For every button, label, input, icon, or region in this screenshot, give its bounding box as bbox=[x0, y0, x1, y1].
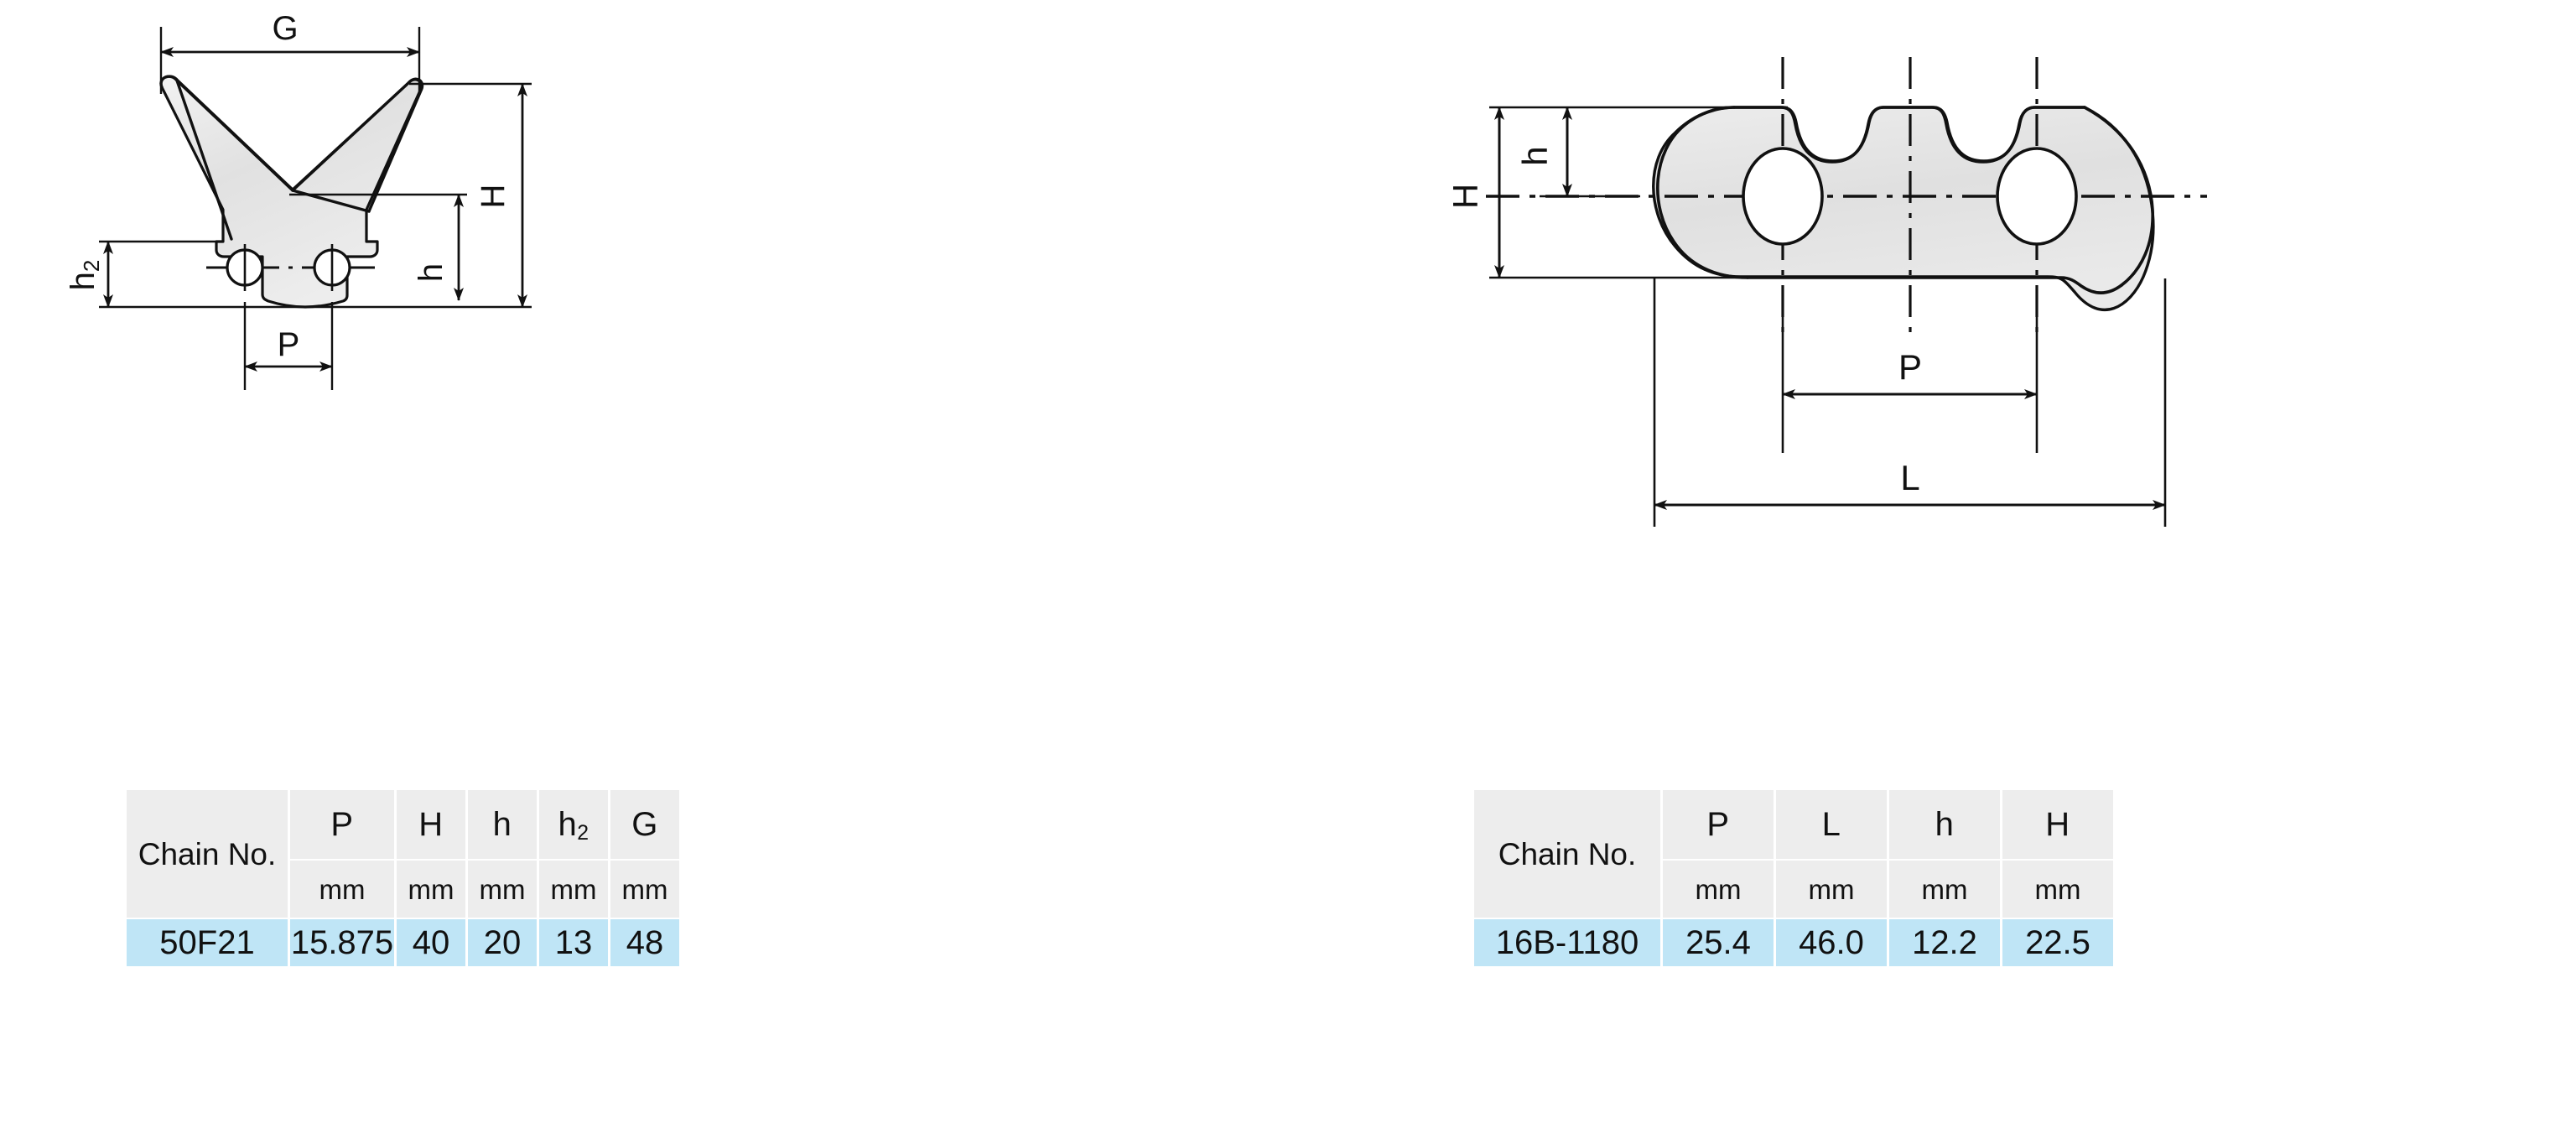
left-table-unit-h-lower: mm bbox=[468, 861, 537, 918]
left-drawing-panel: G H h h2 P Chain No. P H h h2 bbox=[65, 10, 682, 968]
table-row-data: 50F21 15.875 40 20 13 48 bbox=[127, 919, 679, 966]
left-table-unit-p: mm bbox=[290, 861, 394, 918]
left-table-unit-g: mm bbox=[610, 861, 679, 918]
symbol-text: h bbox=[558, 806, 578, 843]
right-table-chain-no-header: Chain No. bbox=[1474, 790, 1660, 918]
right-dimension-lines bbox=[1494, 107, 2166, 510]
left-table-col-symbol-g: G bbox=[610, 790, 679, 859]
right-table-col-symbol-p: P bbox=[1663, 790, 1774, 859]
right-table-value-p: 25.4 bbox=[1663, 919, 1774, 966]
left-hole-pair bbox=[226, 244, 351, 291]
right-table-chain-no-value: 16B-1180 bbox=[1474, 919, 1660, 966]
left-table-chain-no-header: Chain No. bbox=[127, 790, 288, 918]
table-row-symbols: Chain No. P L h H bbox=[1474, 790, 2113, 918]
right-table-unit-h-lower: mm bbox=[1889, 861, 2000, 918]
left-dimension-lines bbox=[103, 47, 527, 372]
left-table-value-h-upper: 40 bbox=[397, 919, 465, 966]
symbol-subscript: 2 bbox=[577, 822, 589, 845]
left-spec-table: Chain No. P H h h2 G mm mm bbox=[124, 788, 682, 968]
right-table-value-h-lower: 12.2 bbox=[1889, 919, 2000, 966]
left-part-outline bbox=[159, 75, 424, 241]
right-hole-pair bbox=[1742, 147, 2078, 246]
table-row-units: mm mm mm mm mm bbox=[127, 861, 679, 918]
dim-label-P: P bbox=[278, 326, 300, 363]
table-row-symbols: Chain No. P H h h2 G bbox=[127, 790, 679, 918]
left-table-value-p: 15.875 bbox=[290, 919, 394, 966]
dim-label-h: h bbox=[1515, 146, 1555, 165]
dim-label-h2: h2 bbox=[65, 260, 104, 291]
right-extension-lines bbox=[1489, 106, 2167, 527]
right-table-unit-l: mm bbox=[1776, 861, 1887, 918]
table-row-units: mm mm mm mm bbox=[1474, 861, 2113, 918]
symbol-text: G bbox=[631, 806, 658, 843]
left-table-unit-h-upper: mm bbox=[397, 861, 465, 918]
left-table-chain-no-value: 50F21 bbox=[127, 919, 288, 966]
right-table-unit-h-upper: mm bbox=[2002, 861, 2113, 918]
right-part-technical-drawing: H h P L bbox=[1446, 57, 2207, 527]
right-spec-table: Chain No. P L h H mm mm mm mm 16B-1180 2… bbox=[1472, 788, 2116, 968]
left-extension-lines bbox=[99, 27, 532, 390]
dim-label-L: L bbox=[1900, 458, 1919, 497]
dim-label-G: G bbox=[272, 10, 298, 47]
symbol-text: H bbox=[418, 806, 444, 843]
table-row-data: 16B-1180 25.4 46.0 12.2 22.5 bbox=[1474, 919, 2113, 966]
left-table-col-symbol-h-upper: H bbox=[397, 790, 465, 859]
right-table-col-symbol-h-upper: H bbox=[2002, 790, 2113, 859]
right-table-value-h-upper: 22.5 bbox=[2002, 919, 2113, 966]
dim-label-P: P bbox=[1898, 347, 1922, 387]
left-table-col-symbol-p: P bbox=[290, 790, 394, 859]
left-table-value-h-lower: 20 bbox=[468, 919, 537, 966]
right-drawing-panel: H h P L Chain No. P L h H mm mm mm mm 16… bbox=[1288, 0, 2576, 1139]
symbol-text: h bbox=[492, 806, 512, 843]
left-table-col-symbol-h2: h2 bbox=[539, 790, 608, 859]
symbol-text: P bbox=[330, 806, 354, 843]
right-table-value-l: 46.0 bbox=[1776, 919, 1887, 966]
left-table-col-symbol-h-lower: h bbox=[468, 790, 537, 859]
right-table-col-symbol-l: L bbox=[1776, 790, 1887, 859]
dim-label-H: H bbox=[475, 185, 512, 209]
left-part-body bbox=[159, 75, 423, 309]
left-table-value-g: 48 bbox=[610, 919, 679, 966]
left-part-technical-drawing: G H h h2 P bbox=[65, 10, 532, 390]
left-table-value-h2: 13 bbox=[539, 919, 608, 966]
left-table-unit-h2: mm bbox=[539, 861, 608, 918]
dim-label-H: H bbox=[1446, 184, 1485, 209]
right-table-unit-p: mm bbox=[1663, 861, 1774, 918]
right-part-outline bbox=[1656, 106, 2154, 294]
right-part-body bbox=[1652, 106, 2155, 311]
dim-label-h: h bbox=[413, 263, 449, 282]
right-table-col-symbol-h-lower: h bbox=[1889, 790, 2000, 859]
